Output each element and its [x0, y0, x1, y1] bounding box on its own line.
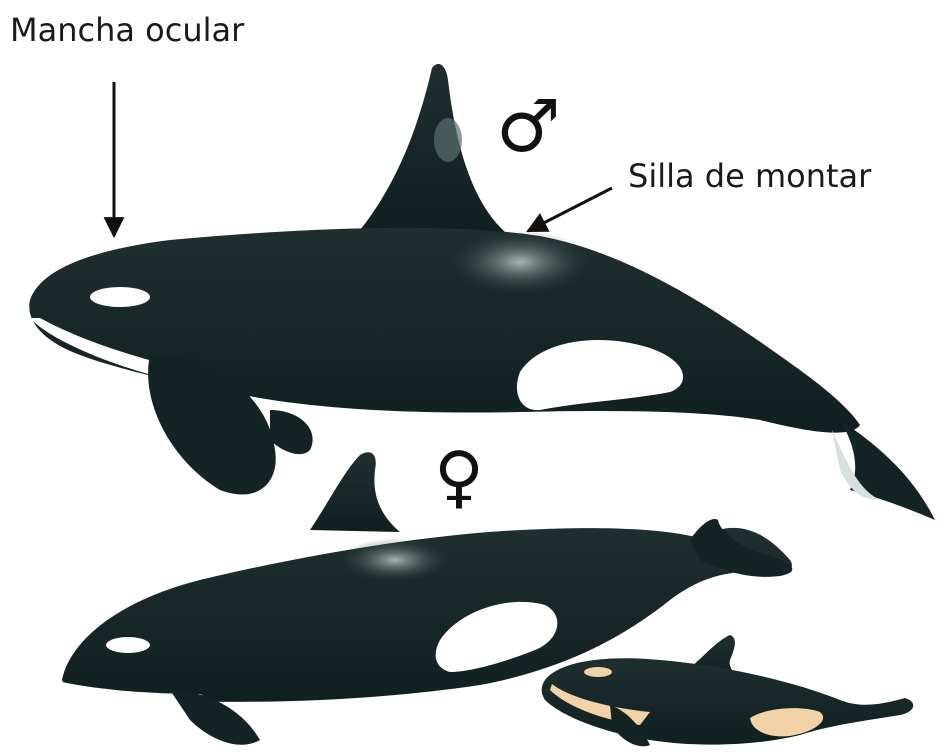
male-saddle-patch — [450, 230, 590, 294]
female-dorsal-fin — [310, 452, 400, 532]
male-eye-patch — [90, 287, 150, 307]
female-eye-patch — [106, 637, 150, 653]
saddle-arrow — [528, 188, 612, 231]
male-tail-fluke — [840, 420, 935, 520]
female-symbol-icon: ♀ — [428, 442, 490, 514]
female-saddle-patch — [340, 538, 450, 582]
calf-eye-patch — [584, 667, 612, 677]
eye-patch-label: Mancha ocular — [10, 14, 244, 46]
male-dorsal-fin — [360, 64, 505, 232]
saddle-patch-label: Silla de montar — [628, 160, 871, 192]
calf-orca — [542, 635, 914, 746]
male-symbol-icon: ♂ — [492, 88, 565, 164]
